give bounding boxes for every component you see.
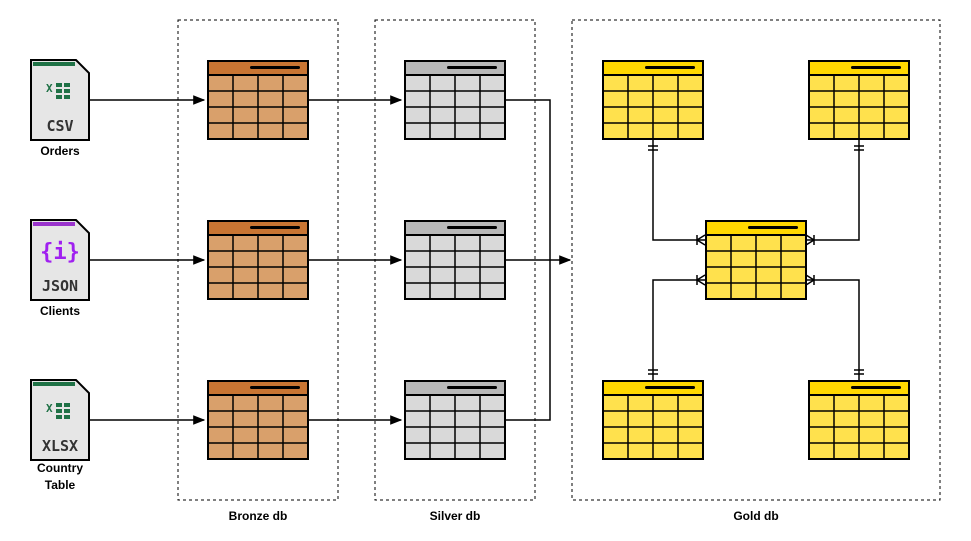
excel-icon: X [46, 82, 70, 99]
gold-label: Gold db [733, 509, 778, 523]
gold-table-icon [808, 60, 910, 140]
er-relationships [648, 139, 864, 381]
flow-connectors [90, 95, 572, 425]
source-orders: X CSV Orders [30, 59, 90, 158]
source-badge: CSV [46, 117, 73, 135]
svg-text:X: X [46, 402, 53, 415]
gold-table-icon [808, 380, 910, 460]
bronze-table-icon [207, 380, 309, 460]
source-country-table: X XLSX Country Table [30, 379, 90, 492]
source-clients: {i} JSON Clients [30, 219, 90, 318]
gold-table-icon [602, 380, 704, 460]
silver-table-icon [404, 220, 506, 300]
bronze-label: Bronze db [229, 509, 288, 523]
er-many-mark [696, 274, 706, 286]
gold-table-icon [602, 60, 704, 140]
bronze-table-icon [207, 220, 309, 300]
er-many-mark [696, 234, 706, 246]
connector-silver-3 [505, 260, 551, 421]
json-icon: {i} [40, 240, 80, 265]
gold-table-icon [705, 220, 807, 300]
er-one-mark [648, 369, 658, 375]
document-accent-bar [33, 382, 75, 386]
er-many-mark [805, 234, 815, 246]
silver-table-icon [404, 60, 506, 140]
relation-bottom-right [806, 279, 860, 381]
document-accent-bar [33, 62, 75, 66]
bronze-table-icon [207, 60, 309, 140]
source-caption: Clients [40, 304, 80, 318]
source-badge: XLSX [42, 437, 78, 455]
silver-table-icon [404, 380, 506, 460]
connector-silver-1 [505, 99, 551, 260]
gold-container [571, 19, 941, 501]
relation-bottom-left [652, 279, 705, 381]
source-caption: Country [37, 461, 83, 475]
document-icon [30, 379, 90, 461]
silver-label: Silver db [430, 509, 481, 523]
er-one-mark [854, 369, 864, 375]
relation-top-right [806, 139, 860, 241]
er-one-mark [854, 145, 864, 151]
svg-text:X: X [46, 82, 53, 95]
document-accent-bar [33, 222, 75, 226]
er-many-mark [805, 274, 815, 286]
relation-top-left [652, 139, 705, 241]
document-icon [30, 59, 90, 141]
tables-layer [207, 60, 910, 460]
document-icon [30, 219, 90, 301]
er-one-mark [648, 145, 658, 151]
source-caption: Table [45, 478, 76, 492]
source-badge: JSON [42, 277, 78, 295]
source-caption: Orders [40, 144, 80, 158]
excel-icon: X [46, 402, 70, 419]
